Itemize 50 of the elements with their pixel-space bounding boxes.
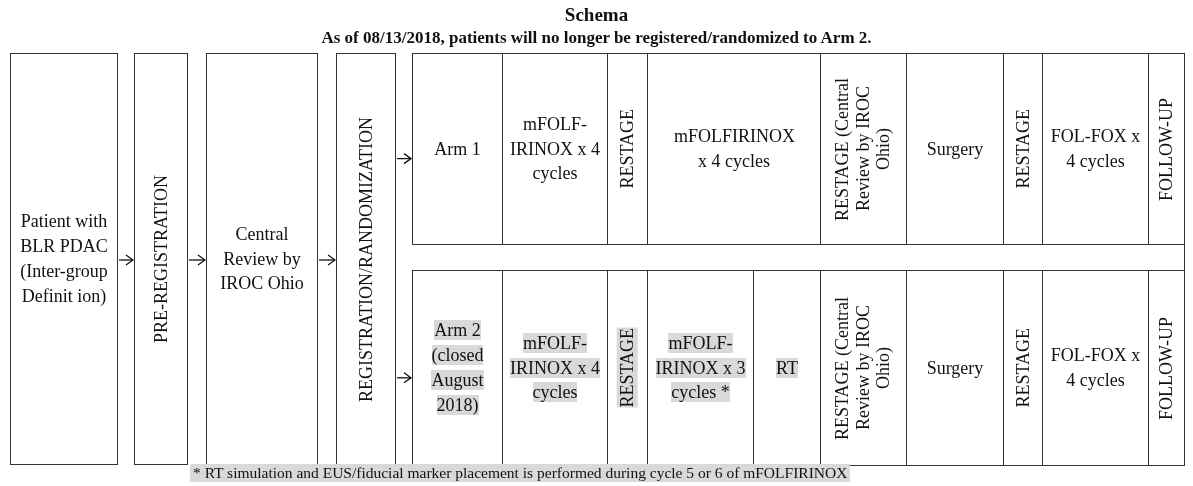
step-box bbox=[412, 270, 503, 466]
arrow bbox=[396, 152, 412, 165]
stage-box bbox=[607, 53, 648, 245]
stage-box bbox=[1148, 270, 1185, 466]
step-text: PRE-REGISTRATION bbox=[150, 175, 172, 343]
step-box bbox=[906, 270, 1004, 466]
subtitle: As of 08/13/2018, patients will no longer be registered/randomized to Arm 2. bbox=[320, 28, 873, 48]
arrow bbox=[188, 254, 206, 266]
step-text: Patient with BLR PDAC (Inter-group Definit ion) bbox=[19, 210, 109, 308]
step-text: RESTAGE bbox=[617, 328, 638, 408]
step-text: REGISTRATION/RANDOMIZATION bbox=[355, 116, 377, 402]
arrow bbox=[118, 254, 134, 266]
step-text: RESTAGE bbox=[1012, 328, 1034, 408]
step-text: FOLLOW-UP bbox=[1156, 97, 1177, 201]
arrow bbox=[318, 254, 336, 266]
step-box bbox=[647, 53, 821, 245]
step-text: RESTAGE bbox=[617, 109, 638, 189]
step-box bbox=[1042, 53, 1149, 245]
stage-box bbox=[1003, 270, 1043, 466]
step-box bbox=[206, 53, 318, 465]
stage-box bbox=[820, 53, 907, 245]
stage-box bbox=[1148, 53, 1185, 245]
step-text: mFOLF-IRINOX x 3 cycles * bbox=[654, 331, 747, 405]
step-box bbox=[10, 53, 118, 465]
step-text: RESTAGE (Central Review by IROC Ohio) bbox=[832, 76, 895, 223]
stage-box bbox=[336, 53, 396, 465]
step-text: RESTAGE (Central Review by IROC Ohio) bbox=[832, 295, 895, 442]
step-text: RT bbox=[776, 356, 798, 380]
arrow bbox=[396, 372, 412, 384]
step-text: Arm 2 (closed August 2018) bbox=[430, 319, 485, 417]
step-box bbox=[502, 53, 608, 245]
step-box bbox=[1042, 270, 1149, 466]
step-text: mFOLFIRINOX x 4 cycles bbox=[674, 125, 794, 173]
step-box bbox=[906, 53, 1004, 245]
stage-box bbox=[820, 270, 907, 466]
step-text: Surgery bbox=[926, 137, 984, 161]
stage-box bbox=[134, 53, 188, 465]
footnote: * RT simulation and EUS/fiducial marker placement is performed during cycle 5 or 6 of mFOLFIRINOX bbox=[190, 464, 851, 482]
step-text: FOLLOW-UP bbox=[1156, 316, 1177, 420]
step-text: Central Review by IROC Ohio bbox=[219, 222, 305, 296]
step-box bbox=[412, 53, 503, 245]
step-text: mFOLF-IRINOX x 4 cycles bbox=[509, 331, 601, 405]
step-text: Surgery bbox=[926, 356, 984, 380]
step-text: FOL-FOX x 4 cycles bbox=[1049, 344, 1142, 392]
stage-box bbox=[1003, 53, 1043, 245]
step-text: Arm 1 bbox=[434, 137, 481, 161]
step-text: mFOLF-IRINOX x 4 cycles bbox=[509, 112, 601, 186]
step-text: FOL-FOX x 4 cycles bbox=[1049, 125, 1142, 173]
step-text: RESTAGE bbox=[1012, 109, 1034, 189]
diagram-title: Schema bbox=[563, 4, 630, 26]
